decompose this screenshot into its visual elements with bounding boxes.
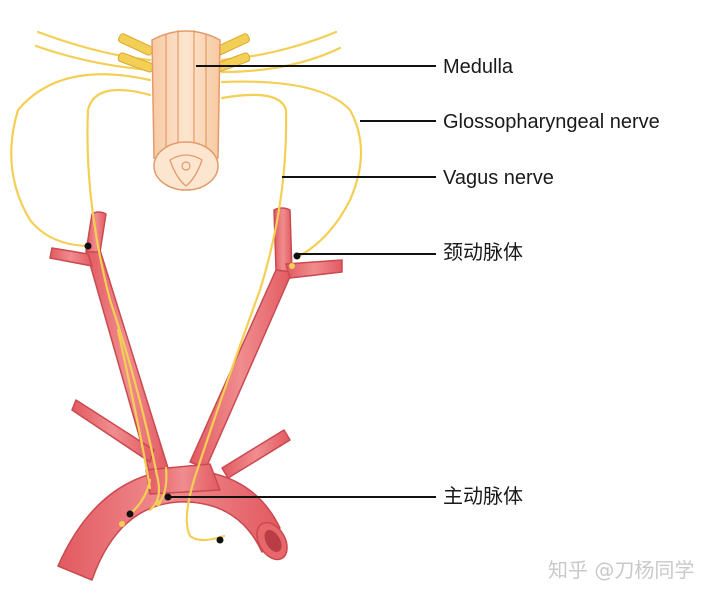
left-external-carotid	[49, 247, 93, 267]
left-carotid-body	[84, 242, 92, 250]
nerve-fibre-top-left-2	[34, 44, 152, 72]
aortic-body-3	[216, 536, 224, 544]
medulla	[117, 30, 251, 191]
aortic-body-1	[126, 510, 134, 518]
left-vagus-nerve	[86, 88, 161, 512]
right-internal-carotid	[273, 207, 293, 273]
label-glossopharyngeal-nerve: Glossopharyngeal nerve	[443, 111, 660, 133]
label-vagus-nerve: Vagus nerve	[443, 167, 554, 189]
label-aortic-body: 主动脉体	[443, 486, 523, 508]
aortic-fibre-3	[116, 328, 152, 490]
aorta-cut-end	[256, 521, 288, 561]
watermark: 知乎 @刀杨同学	[548, 558, 695, 582]
left-glossopharyngeal-nerve	[10, 73, 152, 248]
leader-lines	[168, 65, 436, 498]
right-subclavian	[221, 429, 291, 479]
arteries	[49, 207, 343, 581]
right-external-carotid	[285, 259, 343, 279]
right-vagus-nerve	[185, 93, 288, 542]
aortic-fibre-2	[158, 466, 168, 504]
medulla-cross-section	[153, 141, 219, 191]
label-carotid-body: 颈动脉体	[443, 242, 523, 264]
label-medulla: Medulla	[443, 56, 514, 78]
right-glossopharyngeal-nerve	[220, 80, 363, 260]
left-subclavian	[71, 399, 155, 463]
